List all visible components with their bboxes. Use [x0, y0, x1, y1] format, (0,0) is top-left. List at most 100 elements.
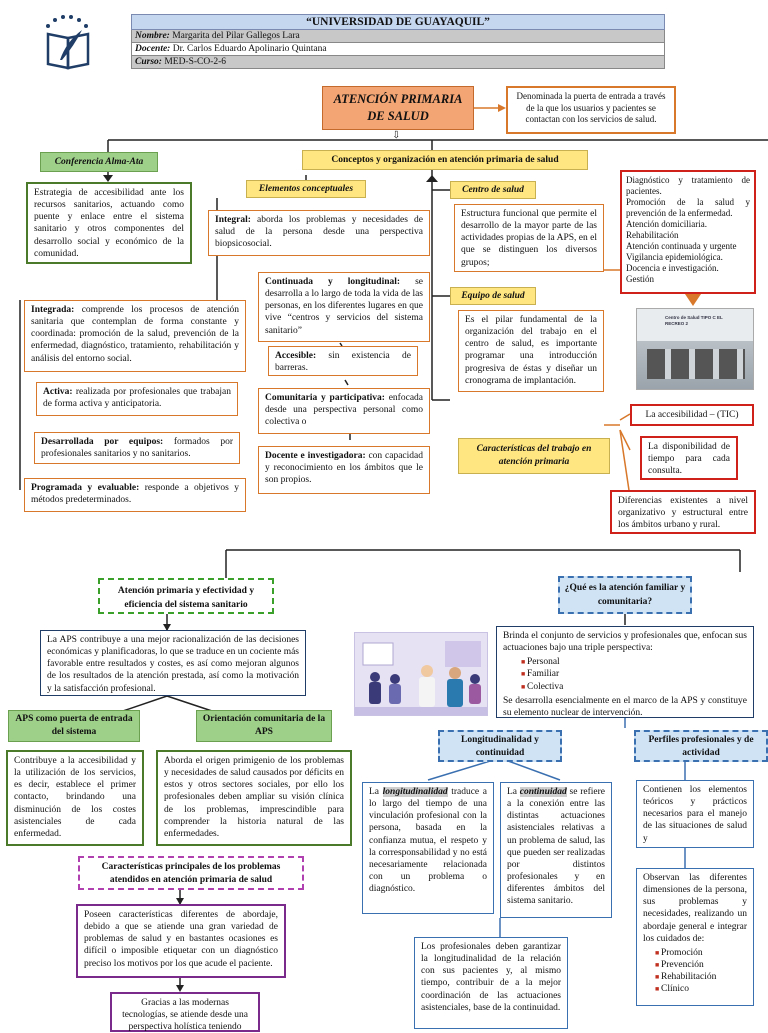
long-term: longitudinalidad	[382, 787, 448, 797]
funcion-item: Diagnóstico y tratamiento de pacientes.	[626, 175, 750, 196]
desarrollada-term: Desarrollada por equipos:	[41, 437, 164, 447]
funcion-item: Rehabilitación	[626, 229, 679, 240]
activa-text: realizada por profesionales que trabajan…	[43, 387, 231, 410]
doctors-patients-icon	[355, 633, 487, 715]
perspectiva-item: Personal	[521, 656, 747, 668]
funciones-list: Diagnóstico y tratamiento de pacientes. …	[620, 170, 756, 294]
perfiles-text2-box: Observan las diferentes dimensiones de l…	[636, 868, 754, 1006]
funcion-item: Vigilancia epidemiológica.	[626, 251, 723, 262]
funcion-item: Atención continuada y urgente	[626, 240, 737, 251]
accesible-term: Accesible:	[275, 351, 317, 361]
header-university: “UNIVERSIDAD DE GUAYAQUIL”	[131, 14, 665, 30]
programada-term: Programada y evaluable:	[31, 483, 140, 493]
docente-term: Docente e investigadora:	[265, 451, 366, 461]
header-curso-row: Curso: MED-S-CO-2-6	[131, 56, 665, 69]
desarrollada-box: Desarrollada por equipos: formados por p…	[34, 432, 240, 464]
docente-text: con capacidad y reconocimiento en los ám…	[265, 451, 423, 486]
perfiles-text1: Contienen los elementos teóricos y práct…	[636, 780, 754, 848]
activa-term: Activa:	[43, 387, 73, 397]
nombre-label: Nombre:	[135, 31, 170, 41]
car-accesibilidad: La accesibilidad – (TIC)	[630, 404, 754, 426]
cont-text: se refiere a la conexión entre las disti…	[507, 787, 605, 907]
efectividad-text: La APS contribuye a una mejor racionaliz…	[40, 630, 306, 696]
orientacion-label: Orientación comunitaria de la APS	[196, 710, 332, 742]
alma-ata-label: Conferencia Alma-Ata	[40, 152, 158, 172]
definition-box: Denominada la puerta de entrada a través…	[506, 86, 676, 134]
puerta-entrada-text: Contribuye a la accesibilidad y la utili…	[6, 750, 144, 846]
curso-value: MED-S-CO-2-6	[164, 57, 227, 67]
car-diferencias: Diferencias existentes a nivel organizat…	[610, 490, 756, 534]
funcion-item: Promoción de la salud y prevención de la…	[626, 196, 750, 218]
comunitaria-term: Comunitaria y participativa:	[265, 393, 385, 403]
main-title: ATENCIÓN PRIMARIA DE SALUD	[322, 86, 474, 130]
cont-intro: La	[507, 787, 520, 797]
orientacion-text: Aborda el origen primigenio de los probl…	[156, 750, 352, 846]
car-disponibilidad: La disponibilidad de tiempo para cada co…	[640, 436, 738, 480]
funcion-item: Atención domiciliaria.	[626, 218, 707, 229]
integrada-box: Integrada: comprende los procesos de ate…	[24, 300, 246, 372]
elementos-label: Elementos conceptuales	[246, 180, 366, 198]
integrada-term: Integrada:	[31, 305, 75, 315]
photo-windows	[647, 349, 745, 379]
docente-box: Docente e investigadora: con capacidad y…	[258, 446, 430, 494]
longitudinalidad-text: La longitudinalidad traduce a lo largo d…	[362, 782, 494, 914]
cuidado-item: Prevención	[655, 959, 747, 971]
curso-label: Curso:	[135, 57, 162, 67]
continuada-text: se desarrolla a lo largo de toda la vida…	[265, 277, 423, 336]
profesionales-text: Los profesionales deben garantizar la lo…	[414, 937, 568, 1029]
health-center-photo: Centro de Salud TIPO C EL RECREO 2	[636, 308, 754, 390]
familiar-comunitaria-label: ¿Qué es la atención familiar y comunitar…	[558, 576, 692, 614]
long-intro: La	[369, 787, 383, 797]
long-text: traduce a lo largo del tiempo de una vin…	[369, 787, 487, 895]
university-logo	[38, 12, 100, 74]
logo-book-quill-icon	[46, 15, 90, 70]
activa-box: Activa: realizada por profesionales que …	[36, 382, 238, 416]
perspectivas-list: Personal Familiar Colectiva	[521, 656, 747, 692]
equipo-salud-label: Equipo de salud	[450, 287, 536, 305]
perfiles-text2: Observan las diferentes dimensiones de l…	[643, 873, 747, 944]
conceptos-label: Conceptos y organización en atención pri…	[302, 150, 588, 170]
programada-box: Programada y evaluable: responde a objet…	[24, 478, 246, 512]
photo-sign: Centro de Salud TIPO C EL RECREO 2	[665, 315, 723, 326]
integrada-text: comprende los procesos de atención sanit…	[31, 305, 239, 364]
header-docente-row: Docente: Dr. Carlos Eduardo Apolinario Q…	[131, 43, 665, 56]
funcion-item: Gestión	[626, 273, 654, 284]
cuidado-item: Promoción	[655, 947, 747, 959]
desarrollada-text: formados por profesionales sanitarios y …	[41, 437, 234, 460]
nombre-value: Margarita del Pilar Gallegos Lara	[172, 31, 300, 41]
alma-ata-text: Estrategia de accesibilidad ante los rec…	[26, 182, 192, 264]
perspectiva-item: Colectiva	[521, 681, 747, 693]
continuada-term: Continuada y longitudinal:	[265, 277, 401, 287]
header-table: “UNIVERSIDAD DE GUAYAQUIL” Nombre: Marga…	[131, 14, 665, 69]
familiar-text: Brinda el conjunto de servicios y profes…	[503, 631, 747, 654]
accesible-text: sin existencia de barreras.	[275, 351, 411, 374]
equipo-salud-text: Es el pilar fundamental de la organizaci…	[458, 310, 604, 392]
cont-term: continuidad	[519, 787, 567, 797]
integral-box: Integral: aborda los problemas y necesid…	[208, 210, 430, 256]
medical-team-illustration	[354, 632, 488, 716]
header-nombre-row: Nombre: Margarita del Pilar Gallegos Lar…	[131, 30, 665, 43]
caracteristicas-label: Características del trabajo en atención …	[458, 438, 610, 474]
centro-salud-text: Estructura funcional que permite el desa…	[454, 204, 604, 272]
problemas-label: Características principales de los probl…	[78, 856, 304, 890]
docente-value: Dr. Carlos Eduardo Apolinario Quintana	[172, 44, 327, 54]
funcion-item: Docencia e investigación.	[626, 262, 719, 273]
familiar-text-box: Brinda el conjunto de servicios y profes…	[496, 626, 754, 718]
familiar-text2: Se desarrolla esencialmente en el marco …	[503, 695, 747, 718]
gracias-text: Gracias a las modernas tecnologías, se a…	[110, 992, 260, 1032]
docente-label: Docente:	[135, 44, 171, 54]
cuidados-list: Promoción Prevención Rehabilitación Clín…	[655, 947, 747, 996]
programada-text: responde a objetivos y métodos predeterm…	[31, 483, 239, 506]
efectividad-label: Atención primaria y efectividad y eficie…	[98, 578, 274, 614]
centro-salud-label: Centro de salud	[450, 181, 536, 199]
problemas-text: Poseen características diferentes de abo…	[76, 904, 286, 978]
accesible-box: Accesible: sin existencia de barreras.	[268, 346, 418, 376]
longitudinalidad-label: Longitudinalidad y continuidad	[438, 730, 562, 762]
integral-term: Integral:	[215, 215, 251, 225]
continuada-box: Continuada y longitudinal: se desarrolla…	[258, 272, 430, 342]
perspectiva-item: Familiar	[521, 668, 747, 680]
comunitaria-box: Comunitaria y participativa: enfocada de…	[258, 388, 430, 434]
cuidado-item: Clínico	[655, 983, 747, 995]
cuidado-item: Rehabilitación	[655, 971, 747, 983]
comunitaria-text: enfocada desde una perspectiva personal …	[265, 393, 423, 428]
